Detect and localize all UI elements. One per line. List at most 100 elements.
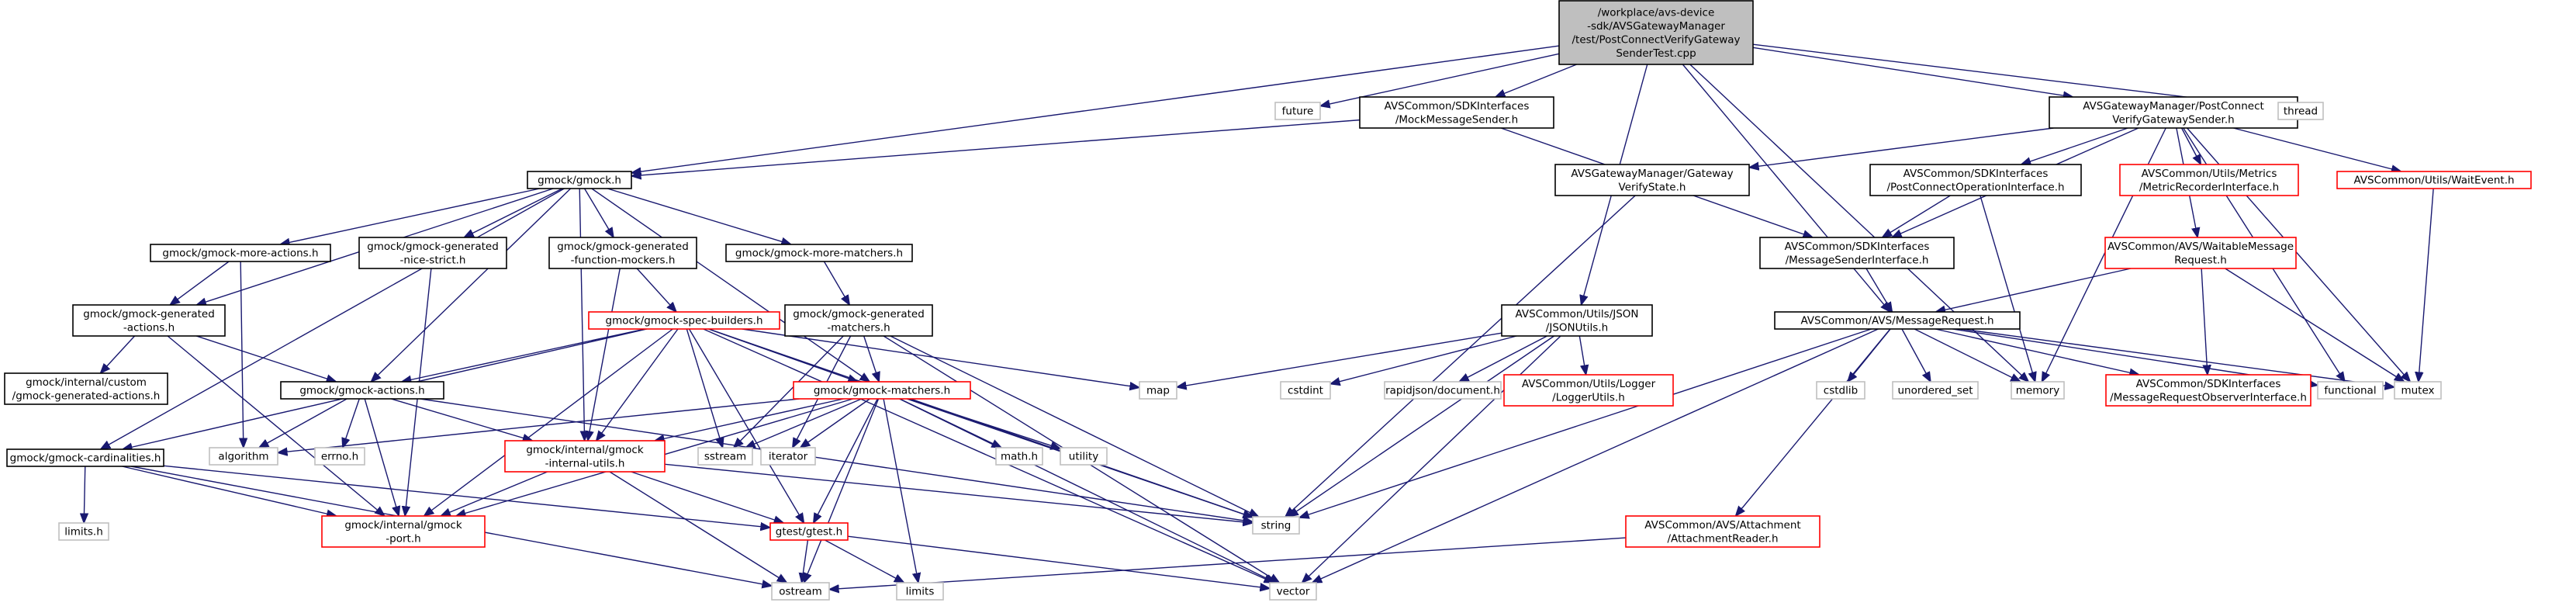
node-box [2105,374,2311,407]
node-label: gmock/internal/gmock [344,519,462,532]
edge-gmat-to-limits [883,398,918,583]
node-label: Request.h [2174,254,2227,266]
node-gcard[interactable]: gmock/gmock-cardinalities.h [6,448,164,467]
node-label: /PostConnectOperationInterface.h [1886,181,2064,193]
node-gmm[interactable]: gmock/gmock-more-matchers.h [725,244,913,262]
node-giu[interactable]: gmock/internal/gmock-internal-utils.h [504,440,666,473]
node-label: AVSCommon/AVS/Attachment [1644,519,1800,532]
node-label: /AttachmentReader.h [1667,532,1778,545]
edge-gmat-to-giu [655,398,844,441]
node-mockms[interactable]: AVSCommon/SDKInterfaces/MockMessageSende… [1359,96,1554,129]
node-label: future [1282,106,1314,118]
node-waitev[interactable]: AVSCommon/Utils/WaitEvent.h [2336,171,2532,189]
node-gtest[interactable]: gtest/gtest.h [769,522,849,541]
node-gma[interactable]: gmock/gmock-more-actions.h [150,244,331,262]
node-ggm[interactable]: gmock/gmock-generated-matchers.h [784,304,933,337]
node-box [280,381,444,400]
node-json[interactable]: AVSCommon/Utils/JSON/JSONUtils.h [1501,304,1653,337]
node-msi[interactable]: AVSCommon/SDKInterfaces/MessageSenderInt… [1759,237,1955,269]
node-gmat[interactable]: gmock/gmock-matchers.h [793,381,971,400]
edge-gac-to-algorithm [259,398,348,448]
node-label: AVSGatewayManager/Gateway [1571,168,1733,180]
node-metric[interactable]: AVSCommon/Utils/Metrics/MetricRecorderIn… [2119,164,2299,196]
node-gsb[interactable]: gmock/gmock-spec-builders.h [588,311,780,330]
node-limits: limits [896,582,944,601]
edge-pcvgs-to-metric [2180,127,2201,164]
node-label: AVSCommon/AVS/WaitableMessage [2107,241,2294,253]
node-box [6,448,164,467]
node-box [2394,381,2442,400]
edge-gsb-to-gac [402,328,645,382]
edge-gmat-to-utility [908,398,1060,448]
edge-gsb-to-sstream [686,328,722,448]
edge-mr-to-attach [1736,328,1891,516]
node-box [896,582,944,601]
edge-root-to-mr [1682,64,1890,312]
node-label: iterator [769,451,808,463]
node-label: SenderTest.cpp [1616,47,1696,60]
node-box [697,447,753,466]
node-box [1503,374,1674,407]
edge-pcvgs-to-mutex [2187,127,2411,382]
edge-gtest-to-vector [847,535,1270,588]
edge-mr-to-unset [1901,328,1931,382]
node-label: /JSONUtils.h [1546,321,1608,334]
edge-gmock-to-giu [579,188,584,441]
node-label: -function-mockers.h [571,254,676,266]
node-gport[interactable]: gmock/internal/gmock-port.h [321,515,486,548]
edge-gcard-to-gport [122,466,336,516]
node-box [1501,304,1653,337]
edge-gsb-to-giu [596,328,679,441]
node-gmock[interactable]: gmock/gmock.h [527,171,632,189]
node-label: -sdk/AVSGatewayManager [1587,20,1725,33]
node-label: /MessageRequestObserverInterface.h [2110,391,2307,403]
node-label: gmock/gmock-cardinalities.h [10,452,161,465]
node-label: gmock/gmock-generated [83,308,215,320]
edge-gmm-to-ggm [823,261,849,305]
node-box [1774,311,2021,330]
node-label: AVSCommon/Utils/JSON [1515,308,1638,320]
node-gns[interactable]: gmock/gmock-generated-nice-strict.h [358,237,507,269]
node-mr[interactable]: AVSCommon/AVS/MessageRequest.h [1774,311,2021,330]
node-gica[interactable]: gmock/internal/custom/gmock-generated-ac… [4,372,168,405]
node-gac[interactable]: gmock/gmock-actions.h [280,381,444,400]
node-attach[interactable]: AVSCommon/AVS/Attachment/AttachmentReade… [1625,515,1820,548]
node-gfm[interactable]: gmock/gmock-generated-function-mockers.h [548,237,697,269]
node-box [321,515,486,548]
edge-gac-to-gport [364,398,399,516]
edge-root-to-memory [1689,64,2029,382]
edge-gtest-to-limits [825,539,904,583]
edge-json-to-map [1177,332,1502,387]
node-label: utility [1069,451,1098,463]
edge-ggm-to-gmat [863,335,880,382]
node-label: thread [2284,106,2318,118]
node-box [1892,381,1979,400]
node-pcoi[interactable]: AVSCommon/SDKInterfaces/PostConnectOpera… [1869,164,2082,196]
edge-wmr-to-mutex [2225,268,2405,382]
edge-mockms-to-gmock [631,119,1361,176]
node-root[interactable]: /workplace/avs-device-sdk/AVSGatewayMana… [1558,0,1754,65]
node-mroi[interactable]: AVSCommon/SDKInterfaces/MessageRequestOb… [2105,374,2311,407]
node-label: gmock/gmock-matchers.h [814,385,950,397]
edge-gtest-to-ostream [802,539,809,583]
node-label: /workplace/avs-device [1598,6,1715,19]
node-vector: vector [1269,582,1317,601]
node-gga[interactable]: gmock/gmock-generated-actions.h [72,304,226,337]
node-label: gmock/internal/custom [26,376,147,389]
node-pcvgs[interactable]: AVSGatewayManager/PostConnectVerifyGatew… [2049,96,2298,129]
node-box [1816,381,1865,400]
edge-json-to-vector [1302,335,1561,583]
node-label: gmock/gmock-generated [367,241,499,253]
edge-gcard-to-limitsh [84,466,85,523]
node-label: ostream [779,586,822,598]
node-logger[interactable]: AVSCommon/Utils/Logger/LoggerUtils.h [1503,374,1674,407]
node-box [1759,237,1955,269]
edge-root-to-gmock [631,45,1560,173]
edge-mr-to-string [1299,328,1872,518]
edge-root-to-pcvgs [1752,47,2073,97]
node-map: map [1139,381,1177,400]
node-label: algorithm [218,451,268,463]
node-label: cstdint [1288,385,1323,397]
